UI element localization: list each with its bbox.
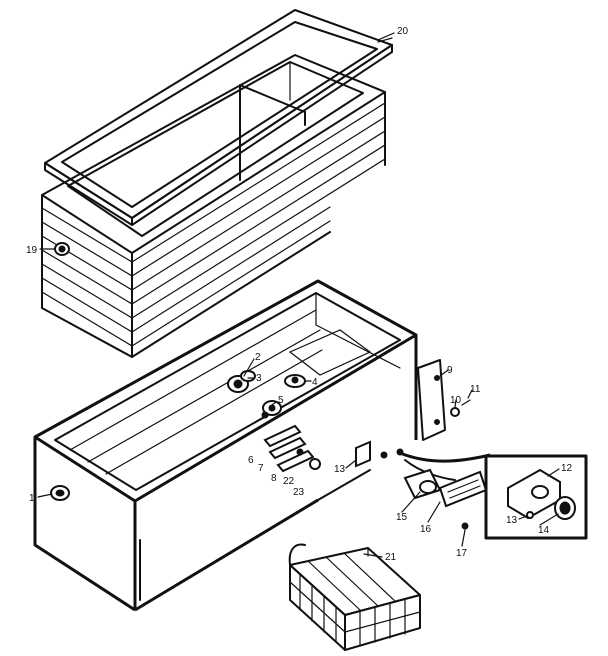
- callout-10: 10: [450, 395, 462, 406]
- freezer-cabinet: [33, 279, 418, 612]
- lid-frame-part-20: [44, 9, 393, 226]
- interior-hardware: [227, 370, 321, 473]
- callout-11: 11: [470, 384, 481, 395]
- callout-20: 20: [397, 26, 409, 37]
- lid-body-part-19: [41, 54, 386, 358]
- callout-22: 22: [283, 476, 295, 487]
- wire-basket-part-21: [288, 543, 421, 651]
- callout-13: 13: [334, 464, 346, 475]
- callout-2: 2: [255, 352, 261, 363]
- leader-lines: [37, 32, 560, 558]
- callout-19: 19: [26, 245, 38, 256]
- callout-1: 1: [29, 493, 35, 504]
- callout-7: 7: [258, 463, 264, 474]
- callout-14: 14: [538, 525, 550, 536]
- callout-labels: 20 19 1 2 3 4 5 6 7 8 22 23 9 10 11 13 1…: [26, 26, 573, 563]
- control-bracket-part-9: [417, 359, 471, 441]
- thermostat-assembly: [355, 440, 491, 530]
- callout-12: 12: [561, 463, 573, 474]
- callout-17: 17: [456, 548, 468, 559]
- callout-21: 21: [385, 552, 397, 563]
- callout-9: 9: [447, 365, 453, 376]
- callout-6: 6: [248, 455, 254, 466]
- callout-23: 23: [293, 487, 305, 498]
- callout-4: 4: [312, 377, 318, 388]
- callout-3: 3: [256, 373, 262, 384]
- callout-16: 16: [420, 524, 432, 535]
- callout-15: 15: [396, 512, 408, 523]
- callout-13-inset: 13: [506, 515, 518, 526]
- callout-8: 8: [271, 473, 277, 484]
- callout-5: 5: [278, 395, 284, 406]
- thermostat-knob-inset: [484, 454, 588, 540]
